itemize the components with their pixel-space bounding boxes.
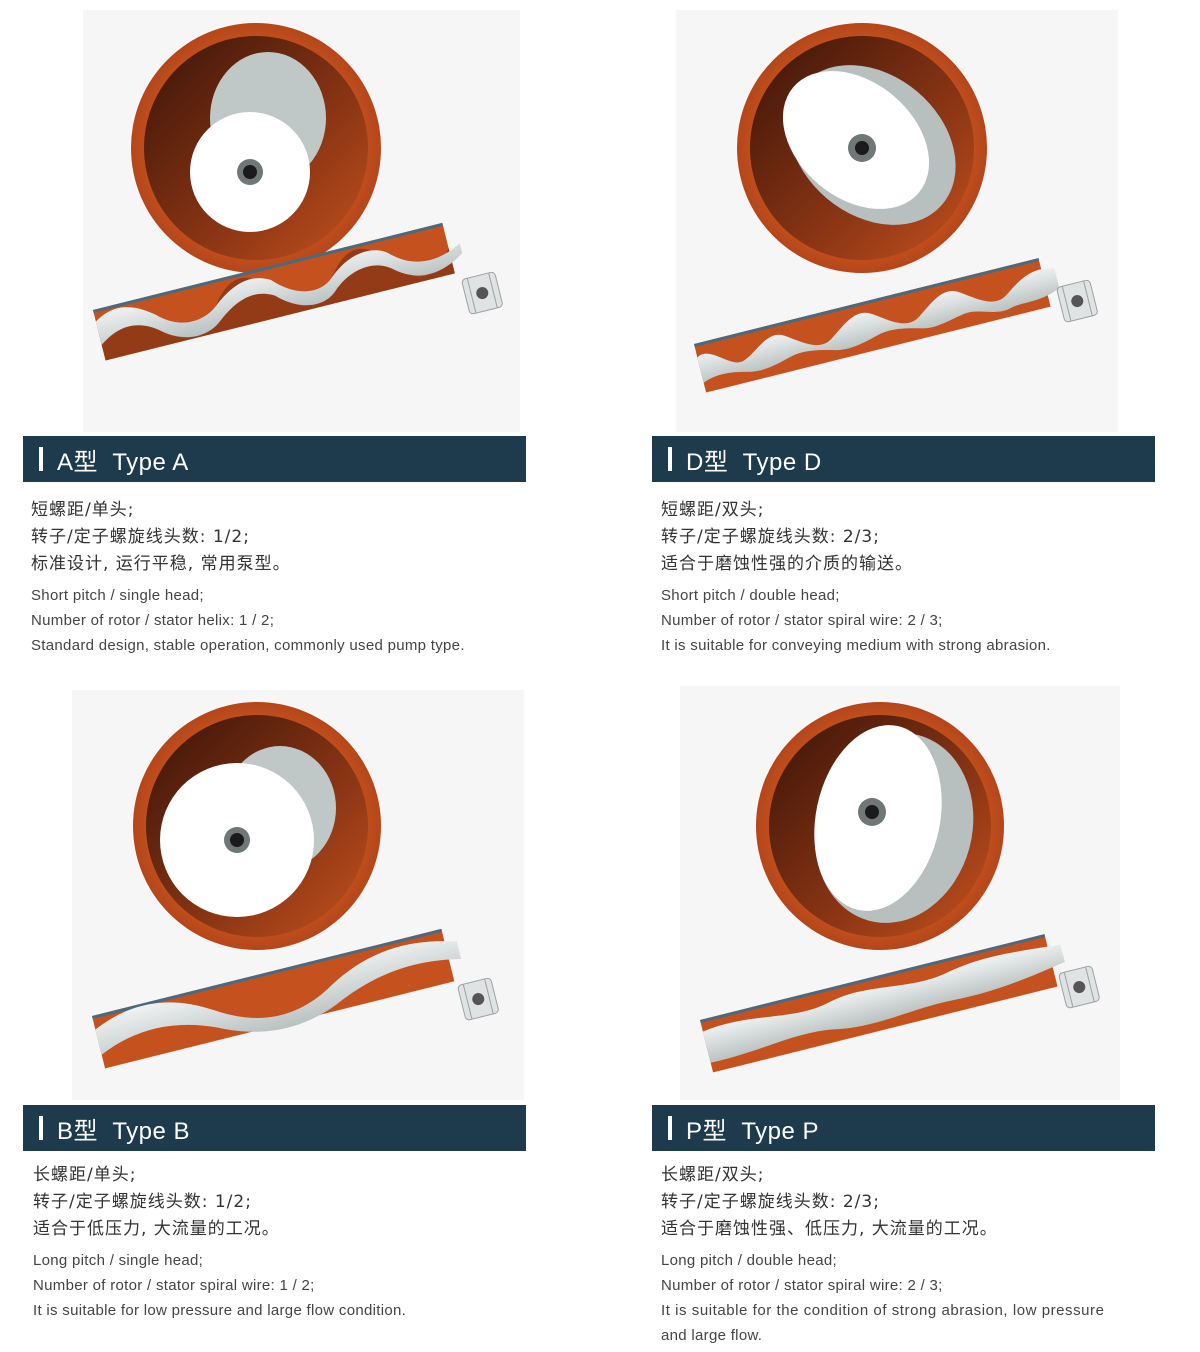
type-d-en-line-2: Number of rotor / stator spiral wire: 2 …	[661, 612, 943, 629]
type-a-en-line-2: Number of rotor / stator helix: 1 / 2;	[31, 612, 275, 629]
type-p-cn-line-2: 转子/定子螺旋线头数: 2/3;	[661, 1192, 880, 1212]
type-d-cn-line-3: 适合于磨蚀性强的介质的输送。	[661, 554, 913, 574]
type-p-en-line-2: Number of rotor / stator spiral wire: 2 …	[661, 1277, 943, 1294]
type-a-cn-line-2: 转子/定子螺旋线头数: 1/2;	[31, 527, 250, 547]
type-b-title: B型 Type B	[57, 1117, 191, 1145]
type-b-en-line-3: It is suitable for low pressure and larg…	[33, 1302, 407, 1319]
type-d-title: D型 Type D	[686, 448, 822, 476]
type-p-description: 长螺距/双头; 转子/定子螺旋线头数: 2/3; 适合于磨蚀性强、低压力, 大流…	[661, 1162, 1104, 1348]
type-a-title: A型 Type A	[57, 448, 189, 476]
type-d-illustration	[676, 10, 1118, 432]
title-accent	[39, 447, 43, 471]
type-a-title-bar: A型 Type A	[23, 436, 526, 482]
title-accent	[668, 1116, 672, 1140]
type-b-description: 长螺距/单头; 转子/定子螺旋线头数: 1/2; 适合于低压力, 大流量的工况。…	[33, 1162, 406, 1323]
rotor-screw	[697, 268, 1060, 383]
type-a-illustration	[83, 10, 520, 432]
type-a-en-line-3: Standard design, stable operation, commo…	[31, 637, 465, 654]
title-accent	[39, 1116, 43, 1140]
type-p-title: P型 Type P	[686, 1117, 820, 1145]
type-p-en-line-1: Long pitch / double head;	[661, 1252, 837, 1269]
title-accent	[668, 447, 672, 471]
type-a-description: 短螺距/单头; 转子/定子螺旋线头数: 1/2; 标准设计, 运行平稳, 常用泵…	[31, 497, 465, 658]
type-a-cn-line-1: 短螺距/单头;	[31, 500, 135, 520]
type-b-en-line-1: Long pitch / single head;	[33, 1252, 204, 1269]
type-d-title-bar: D型 Type D	[652, 436, 1155, 482]
type-b-cn-line-1: 长螺距/单头;	[33, 1165, 137, 1185]
type-b-cn-line-2: 转子/定子螺旋线头数: 1/2;	[33, 1192, 252, 1212]
type-d-cn-line-1: 短螺距/双头;	[661, 500, 765, 520]
type-b-en-line-2: Number of rotor / stator spiral wire: 1 …	[33, 1277, 315, 1294]
rotor-screw	[95, 243, 463, 345]
type-p-illustration	[680, 686, 1120, 1100]
type-d-en-line-3: It is suitable for conveying medium with…	[661, 637, 1051, 654]
type-d-description: 短螺距/双头; 转子/定子螺旋线头数: 2/3; 适合于磨蚀性强的介质的输送。 …	[661, 497, 1051, 658]
type-b-illustration	[72, 690, 524, 1100]
rotor-screw	[702, 944, 1065, 1063]
type-b-title-bar: B型 Type B	[23, 1105, 526, 1151]
rotor-screw	[95, 941, 462, 1055]
type-p-en-line-3: It is suitable for the condition of stro…	[661, 1302, 1105, 1319]
type-p-cn-line-3: 适合于磨蚀性强、低压力, 大流量的工况。	[661, 1219, 998, 1239]
type-d-en-line-1: Short pitch / double head;	[661, 587, 840, 604]
type-p-cn-line-1: 长螺距/双头;	[661, 1165, 765, 1185]
type-p-en-line-4: and large flow.	[661, 1327, 763, 1344]
type-a-cn-line-3: 标准设计, 运行平稳, 常用泵型。	[31, 554, 291, 574]
type-a-en-line-1: Short pitch / single head;	[31, 587, 204, 604]
type-b-cn-line-3: 适合于低压力, 大流量的工况。	[33, 1219, 280, 1239]
type-d-cn-line-2: 转子/定子螺旋线头数: 2/3;	[661, 527, 880, 547]
type-p-title-bar: P型 Type P	[652, 1105, 1155, 1151]
